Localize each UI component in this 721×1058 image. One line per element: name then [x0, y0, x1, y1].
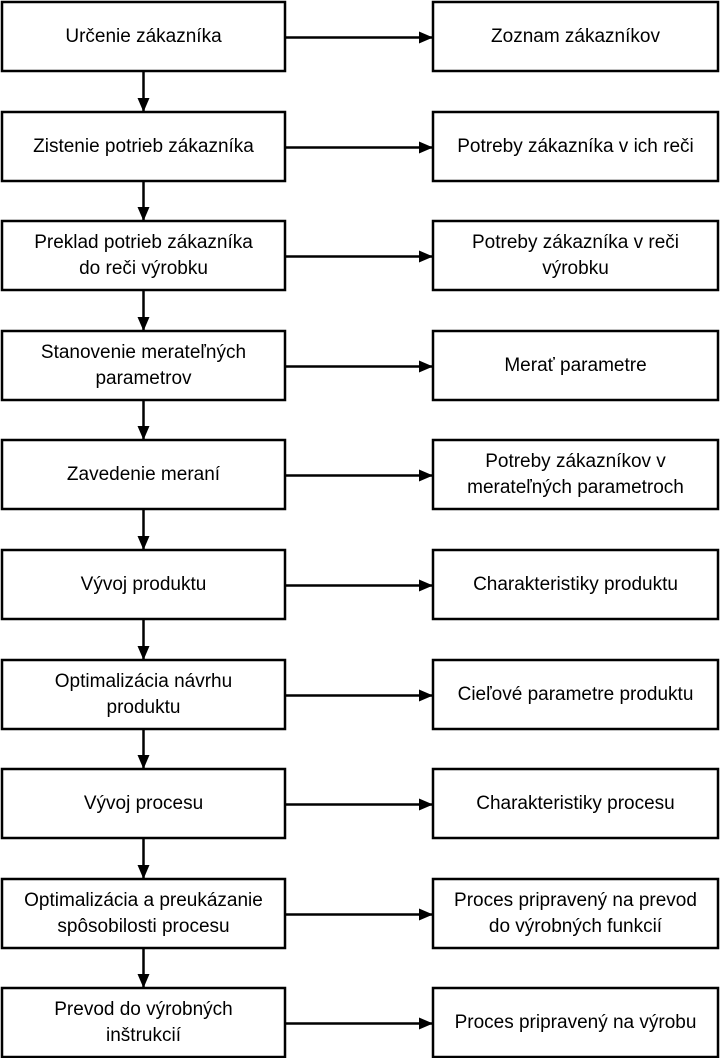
left-box-frame: [0, 329, 287, 402]
left-box-label: Prevod do výrobných: [54, 999, 233, 1020]
left-box-frame: [0, 0, 287, 73]
right-box-1: Zoznam zákazníkov: [431, 0, 720, 73]
right-box-9: Proces pripravený na prevod do výrobných …: [431, 877, 720, 950]
right-box-label: Potreby zákazníka v reči: [472, 232, 679, 253]
left-box-label: inštrukcií: [106, 1025, 182, 1046]
left-box-frame: [0, 986, 287, 1058]
left-box-frame: [0, 877, 287, 950]
left-box-frame: [0, 219, 287, 292]
right-box-6: Charakteristiky produktu: [431, 548, 720, 621]
left-box-frame: [0, 767, 287, 840]
right-box-frame: [431, 548, 720, 621]
left-box-label: parametrov: [95, 368, 192, 389]
right-box-label: do výrobných funkcií: [489, 916, 663, 937]
right-box-5: Potreby zákazníkov v merateľných parametr…: [431, 438, 720, 511]
right-box-4: Merať parametre: [431, 329, 720, 402]
right-box-label: Proces pripravený na prevod: [454, 890, 697, 911]
left-box-label: Určenie zákazníka: [65, 26, 222, 47]
left-box-1: Určenie zákazníka: [0, 0, 287, 73]
left-box-label: Vývoj produktu: [81, 574, 207, 595]
right-box-frame: [431, 329, 720, 402]
right-box-10: Proces pripravený na výrobu: [431, 986, 720, 1058]
right-box-8: Charakteristiky procesu: [431, 767, 720, 840]
right-box-label: Proces pripravený na výrobu: [455, 1012, 697, 1033]
right-box-frame: [431, 767, 720, 840]
left-box-4: Stanovenie merateľných parametrov: [0, 329, 287, 402]
right-box-label: Merať parametre: [504, 355, 646, 376]
right-box-label: Charakteristiky produktu: [473, 574, 678, 595]
left-box-7: Optimalizácia návrhu produktu: [0, 658, 287, 731]
left-box-frame: [0, 110, 287, 183]
left-box-9: Optimalizácia a preukázanie spôsobilosti …: [0, 877, 287, 950]
left-box-frame: [0, 658, 287, 731]
left-box-frame: [0, 438, 287, 511]
left-box-frame: [0, 548, 287, 621]
left-box-label: Stanovenie merateľných: [41, 342, 246, 363]
right-box-frame: [431, 110, 720, 183]
right-box-label: výrobku: [542, 258, 609, 279]
left-box-label: Optimalizácia návrhu: [55, 671, 232, 692]
left-box-label: Optimalizácia a preukázanie: [24, 890, 263, 911]
right-box-2: Potreby zákazníka v ich reči: [431, 110, 720, 183]
left-box-label: Zavedenie meraní: [67, 464, 221, 485]
left-box-2: Zistenie potrieb zákazníka: [0, 110, 287, 183]
left-box-5: Zavedenie meraní: [0, 438, 287, 511]
right-box-frame: [431, 0, 720, 73]
right-box-frame: [431, 219, 720, 292]
right-box-label: Zoznam zákazníkov: [491, 26, 660, 47]
left-box-label: produktu: [107, 697, 181, 718]
left-box-label: Vývoj procesu: [84, 793, 203, 814]
right-box-frame: [431, 438, 720, 511]
right-box-7: Cieľové parametre produktu: [431, 658, 720, 731]
right-box-label: merateľných parametroch: [467, 477, 684, 498]
left-box-8: Vývoj procesu: [0, 767, 287, 840]
right-box-3: Potreby zákazníka v reči výrobku: [431, 219, 720, 292]
left-box-label: spôsobilosti procesu: [57, 916, 229, 937]
right-box-frame: [431, 986, 720, 1058]
left-box-3: Preklad potrieb zákazníka do reči výrobku: [0, 219, 287, 292]
right-box-frame: [431, 658, 720, 731]
right-box-label: Potreby zákazníka v ich reči: [457, 136, 694, 157]
left-box-label: Zistenie potrieb zákazníka: [33, 136, 254, 157]
left-box-6: Vývoj produktu: [0, 548, 287, 621]
right-box-frame: [431, 877, 720, 950]
left-box-label: Preklad potrieb zákazníka: [34, 232, 253, 253]
left-box-10: Prevod do výrobných inštrukcií: [0, 986, 287, 1058]
right-box-label: Potreby zákazníkov v: [485, 451, 666, 472]
left-box-label: do reči výrobku: [79, 258, 208, 279]
right-box-label: Cieľové parametre produktu: [458, 684, 694, 705]
right-box-label: Charakteristiky procesu: [476, 793, 675, 814]
